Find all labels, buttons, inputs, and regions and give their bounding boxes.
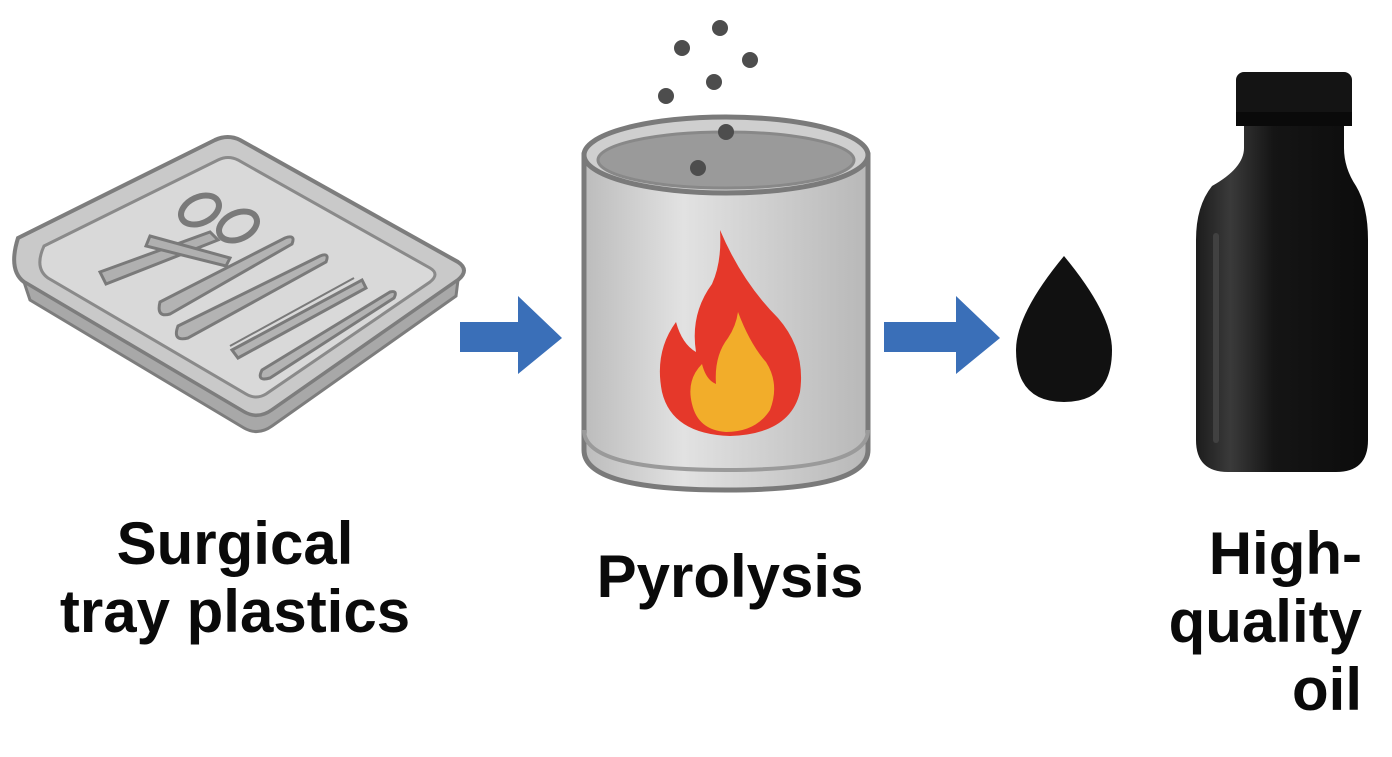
- smoke-particle: [690, 160, 706, 176]
- tweezers-icon: [229, 277, 368, 360]
- surgical-tray-icon: [12, 135, 466, 433]
- label-line: tray plastics: [59, 578, 411, 645]
- instrument-handle-icon: [174, 253, 329, 341]
- step-label-surgical-tray: Surgical tray plastics: [0, 510, 470, 646]
- pyrolysis-drum-icon: [581, 114, 871, 493]
- arrow-right-icon: [460, 296, 562, 374]
- arrow-right-icon: [884, 296, 1000, 374]
- label-line: High-: [1208, 520, 1362, 587]
- oil-drop-icon: [1016, 256, 1112, 402]
- scissors-icon: [97, 192, 260, 286]
- smoke-particle: [674, 40, 690, 56]
- label-line: oil: [1292, 656, 1362, 723]
- smoke-particles: [658, 20, 758, 176]
- probe-icon: [258, 290, 397, 381]
- oil-bottle-icon: [1196, 72, 1368, 472]
- step-label-pyrolysis: Pyrolysis: [540, 543, 920, 611]
- smoke-particle: [706, 74, 722, 90]
- label-line: Surgical: [116, 510, 354, 577]
- smoke-particle: [658, 88, 674, 104]
- scalpel-icon: [157, 235, 295, 317]
- label-line: Pyrolysis: [596, 543, 864, 610]
- smoke-particle: [718, 124, 734, 140]
- label-line: quality: [1168, 588, 1362, 655]
- smoke-particle: [742, 52, 758, 68]
- step-label-oil: High- quality oil: [1130, 520, 1362, 724]
- flame-icon: [659, 230, 802, 436]
- smoke-particle: [712, 20, 728, 36]
